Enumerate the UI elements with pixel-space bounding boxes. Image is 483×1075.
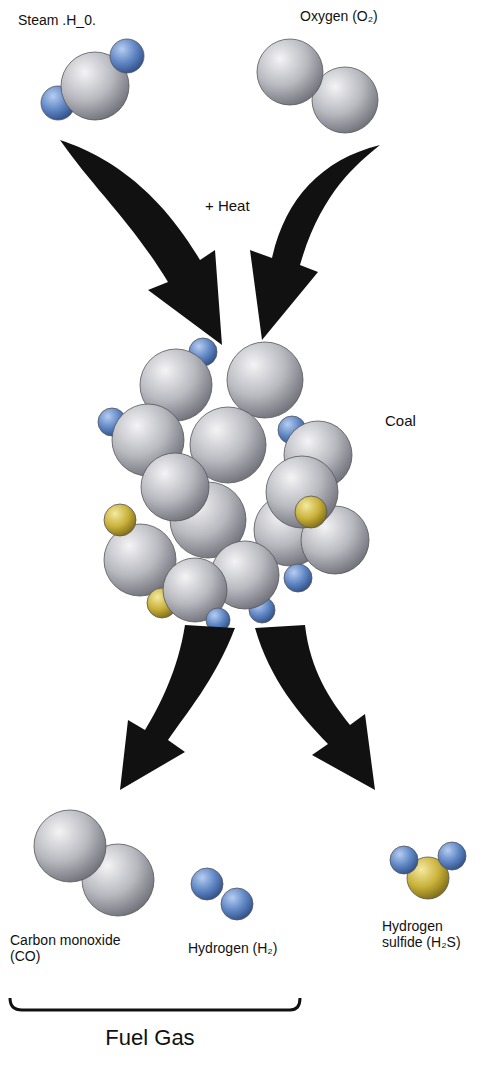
flow-arrow <box>250 145 380 340</box>
molecule-label: Steam .H_0. <box>18 12 168 28</box>
carbon-atom <box>141 453 209 521</box>
hydrogen-atom <box>438 842 466 870</box>
carbon-atom <box>34 810 106 882</box>
flow-arrow <box>255 625 375 790</box>
sulfur-atom <box>295 496 327 528</box>
process-note: + Heat <box>205 197 295 214</box>
sulfur-atom <box>104 504 136 536</box>
molecule-label: Hydrogen sulfide (H₂S) <box>382 918 478 950</box>
molecule-label: Hydrogen (H₂) <box>188 940 308 956</box>
molecule-label: Oxygen (O₂) <box>300 8 470 24</box>
grouping-bracket <box>10 998 300 1010</box>
hydrogen-atom <box>284 564 312 592</box>
flow-arrow <box>60 140 222 345</box>
group-label: Fuel Gas <box>60 1025 240 1050</box>
hydrogen-atom <box>221 888 253 920</box>
hydrogen-atom <box>390 846 418 874</box>
flow-arrow <box>120 625 235 790</box>
hydrogen-atom <box>191 868 223 900</box>
carbon-atom <box>266 456 338 528</box>
hydrogen-atom <box>110 39 144 73</box>
carbon-atom <box>227 342 303 418</box>
oxygen-atom <box>257 39 323 105</box>
molecule-label: Carbon monoxide (CO) <box>10 932 130 964</box>
material-label: Coal <box>385 412 465 429</box>
